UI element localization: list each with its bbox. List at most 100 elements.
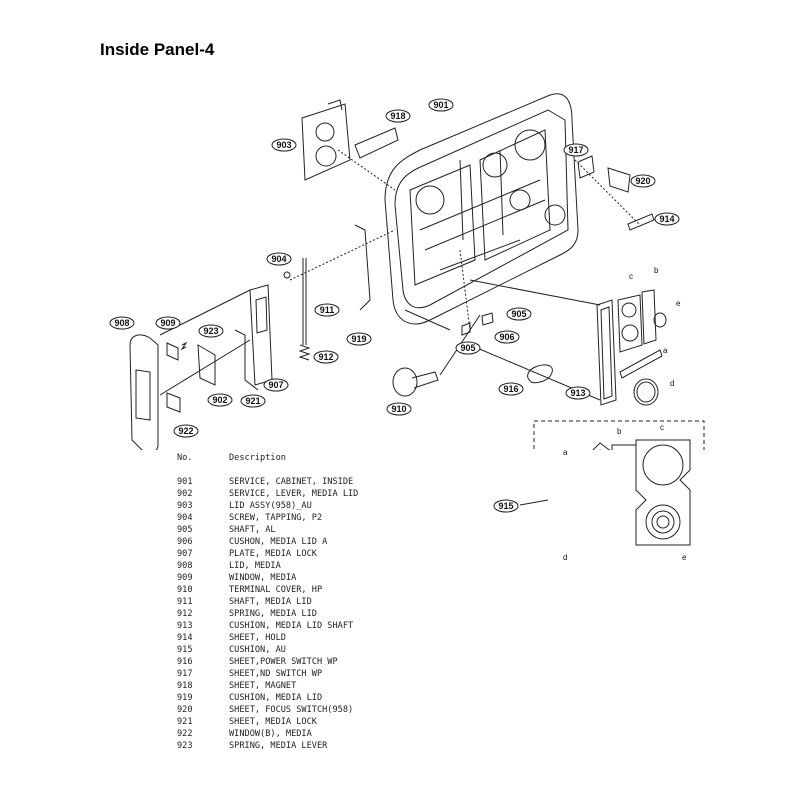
callout-918: 918 <box>385 109 411 123</box>
part-number: 910 <box>177 585 193 595</box>
table-row: 908 LID, MEDIA <box>177 560 358 572</box>
terminal-cover-part <box>392 367 439 397</box>
part-number: 922 <box>177 729 193 739</box>
shaft-al-part <box>461 322 471 336</box>
callout-markers: 901 918 903 917 920 914 904 911 908 909 … <box>109 98 680 513</box>
part-description: SHEET,POWER SWITCH WP <box>229 657 338 667</box>
callout-916: 916 <box>498 382 524 396</box>
callout-915: 915 <box>493 499 519 513</box>
media-lid-shaft-cushion-part <box>596 299 617 406</box>
callout-917: 917 <box>563 143 589 157</box>
media-lever-part <box>197 344 216 386</box>
svg-text:918: 918 <box>390 111 405 121</box>
part-number: 919 <box>177 693 193 703</box>
svg-text:903: 903 <box>276 140 291 150</box>
svg-text:909: 909 <box>160 318 175 328</box>
part-description: CUSHON, MEDIA LID A <box>229 537 328 547</box>
callout-913: 913 <box>565 386 591 400</box>
part-number: 909 <box>177 573 193 583</box>
letter-a-inset: a <box>563 448 568 457</box>
callout-907: 907 <box>263 378 289 392</box>
page-title: Inside Panel-4 <box>100 40 215 59</box>
hold-sheet-part <box>627 213 655 231</box>
part-number: 904 <box>177 513 193 523</box>
letter-c-inset: c <box>660 423 664 432</box>
tapping-screw-part <box>283 271 291 279</box>
part-description: WINDOW(B), MEDIA <box>229 729 312 739</box>
part-number: 907 <box>177 549 193 559</box>
svg-text:914: 914 <box>659 214 674 224</box>
svg-text:917: 917 <box>568 145 583 155</box>
svg-text:908: 908 <box>114 318 129 328</box>
callout-921: 921 <box>240 394 266 408</box>
part-number: 901 <box>177 477 193 487</box>
svg-text:907: 907 <box>268 380 283 390</box>
callout-905-lower: 905 <box>455 341 481 355</box>
parts-list-header: No. Description <box>177 452 358 464</box>
part-number: 914 <box>177 633 193 643</box>
nd-switch-sheet-part <box>577 155 595 179</box>
letter-e-main: e <box>676 299 681 308</box>
callout-905-upper: 905 <box>506 307 532 321</box>
table-row: 922 WINDOW(B), MEDIA <box>177 728 358 740</box>
svg-text:912: 912 <box>318 352 333 362</box>
callout-912: 912 <box>313 350 339 364</box>
svg-text:922: 922 <box>178 426 193 436</box>
letter-d-inset: d <box>563 553 567 562</box>
part-description: SHAFT, AL <box>229 525 276 535</box>
part-number: 903 <box>177 501 193 511</box>
media-lock-sheet-part <box>234 329 259 391</box>
svg-text:910: 910 <box>391 404 406 414</box>
letter-e-inset: e <box>682 553 687 562</box>
media-lid-cushion-part <box>354 224 371 311</box>
part-description: SPRING, MEDIA LID <box>229 609 317 619</box>
media-lever-spring-part <box>180 341 188 351</box>
svg-text:911: 911 <box>320 305 335 315</box>
svg-text:919: 919 <box>351 334 366 344</box>
part-number: 906 <box>177 537 193 547</box>
callout-901: 901 <box>428 98 454 112</box>
part-description: SCREW, TAPPING, P2 <box>229 513 323 523</box>
letter-b-main: b <box>654 266 659 275</box>
media-lid-spring-part <box>298 344 311 361</box>
callout-902: 902 <box>207 393 233 407</box>
callout-909: 909 <box>155 316 181 330</box>
svg-text:913: 913 <box>570 388 585 398</box>
part-number: 918 <box>177 681 193 691</box>
svg-text:916: 916 <box>503 384 518 394</box>
table-row: 923 SPRING, MEDIA LEVER <box>177 740 358 752</box>
media-lid-cushion-a-part <box>481 312 494 326</box>
svg-text:921: 921 <box>245 396 260 406</box>
callout-906: 906 <box>494 330 520 344</box>
svg-text:915: 915 <box>498 501 513 511</box>
part-number: 923 <box>177 741 193 751</box>
callout-903: 903 <box>271 138 297 152</box>
media-window-part <box>166 342 179 361</box>
part-number: 913 <box>177 621 193 631</box>
focus-switch-sheet-part <box>607 167 631 193</box>
part-description: SHEET,ND SWITCH WP <box>229 669 323 679</box>
part-description: SPRING, MEDIA LEVER <box>229 741 328 751</box>
part-description: LID, MEDIA <box>229 561 281 571</box>
svg-text:920: 920 <box>635 176 650 186</box>
magnet-sheet-part <box>354 127 399 159</box>
exploded-diagram <box>129 93 705 450</box>
svg-text:923: 923 <box>203 326 218 336</box>
callout-923: 923 <box>198 324 224 338</box>
part-number: 908 <box>177 561 193 571</box>
callout-904: 904 <box>266 252 292 266</box>
table-row: 906 CUSHON, MEDIA LID A <box>177 536 358 548</box>
